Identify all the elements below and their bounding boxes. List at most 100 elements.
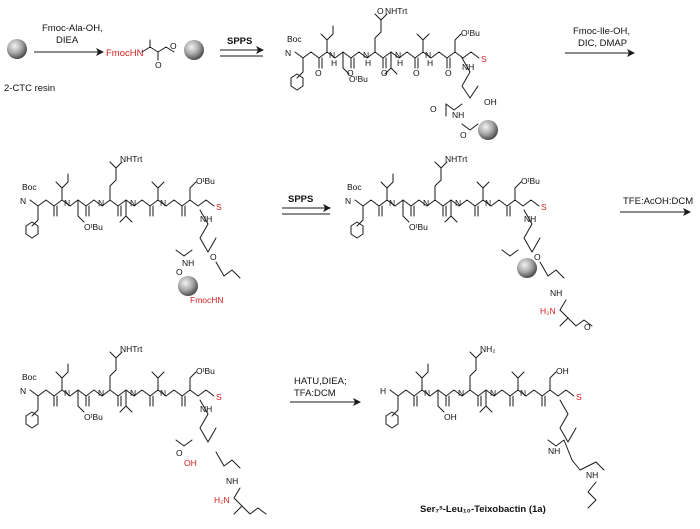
svg-text:N: N <box>395 50 401 60</box>
svg-text:N: N <box>98 388 104 398</box>
svg-text:O: O <box>381 68 388 78</box>
reagent-6-line-2: TFA:DCM <box>294 388 336 399</box>
fmochn-label-2: FmocHN <box>190 295 224 305</box>
svg-text:S: S <box>216 392 222 402</box>
svg-text:NH: NH <box>182 258 194 268</box>
svg-text:N: N <box>64 388 70 398</box>
svg-text:H: H <box>427 58 433 68</box>
svg-text:NH: NH <box>200 404 212 414</box>
svg-text:NHTrt: NHTrt <box>445 154 468 164</box>
reagent-1-line-1: Fmoc-Ala-OH, <box>42 23 103 34</box>
svg-text:OᵗBu: OᵗBu <box>196 366 215 376</box>
svg-text:S: S <box>576 392 582 402</box>
svg-text:S: S <box>541 202 547 212</box>
reagent-5: TFE:AcOH:DCM <box>623 196 693 207</box>
peptide-resin-3: Boc N N OᵗBu N NHTrt N N OᵗBu S <box>345 154 547 239</box>
svg-text:O: O <box>210 252 217 262</box>
peptide-resin-1: Boc N O H N O OᵗBu H N O O NHTrt H N O H… <box>285 6 487 91</box>
svg-text:N: N <box>424 388 430 398</box>
svg-text:O: O <box>460 130 467 140</box>
svg-text:N: N <box>345 196 351 206</box>
svg-text:NH: NH <box>550 288 562 298</box>
resin-bead <box>7 39 27 59</box>
svg-text:H: H <box>365 58 371 68</box>
svg-text:N: N <box>130 388 136 398</box>
svg-text:N: N <box>423 198 429 208</box>
svg-text:Boc: Boc <box>347 182 362 192</box>
svg-text:Boc: Boc <box>22 372 37 382</box>
svg-text:S: S <box>216 202 222 212</box>
reagent-3-line-2: DIC, DMAP <box>578 38 627 49</box>
svg-text:OᵗBu: OᵗBu <box>84 222 103 232</box>
svg-text:H: H <box>331 58 337 68</box>
svg-text:OᵗBu: OᵗBu <box>461 28 480 38</box>
svg-text:NHTrt: NHTrt <box>385 6 408 16</box>
svg-text:Boc: Boc <box>287 34 302 44</box>
reagent-4: SPPS <box>288 194 313 205</box>
svg-text:NH: NH <box>200 214 212 224</box>
ala-carbonyl-o: O <box>155 60 162 70</box>
h2n-label: H₂N <box>540 306 556 316</box>
svg-text:OᵗBu: OᵗBu <box>84 412 103 422</box>
svg-text:OᵗBu: OᵗBu <box>349 74 368 84</box>
svg-text:NHTrt: NHTrt <box>120 154 143 164</box>
svg-text:OᵗBu: OᵗBu <box>409 222 428 232</box>
svg-text:O: O <box>347 68 354 78</box>
resin-bead <box>478 120 498 140</box>
svg-text:OH: OH <box>484 97 497 107</box>
product-label: Ser₇ˢ-Leu₁₀-Teixobactin (1a) <box>420 504 546 515</box>
resin-bead <box>184 40 204 60</box>
svg-text:O: O <box>584 322 591 332</box>
peptide-resin-2: Boc N N OᵗBu N NHTrt N N OᵗBu S <box>20 154 222 239</box>
svg-text:NHTrt: NHTrt <box>120 344 143 354</box>
svg-text:N: N <box>425 50 431 60</box>
svg-text:O: O <box>176 267 183 277</box>
svg-text:N: N <box>20 386 26 396</box>
svg-text:O: O <box>315 68 322 78</box>
svg-text:H: H <box>397 58 403 68</box>
svg-text:S: S <box>481 54 487 64</box>
reagent-6-line-1: HATU,DIEA; <box>294 376 347 387</box>
svg-text:NH: NH <box>548 446 560 456</box>
svg-text:N: N <box>458 388 464 398</box>
reagent-2: SPPS <box>227 36 252 47</box>
peptide-acid-4: Boc N N OᵗBu N NHTrt N N OᵗBu S <box>20 344 222 429</box>
svg-text:Boc: Boc <box>22 182 37 192</box>
svg-text:N: N <box>520 388 526 398</box>
svg-text:NH: NH <box>524 214 536 224</box>
ala-ester-o: O <box>170 41 177 51</box>
svg-text:N: N <box>98 198 104 208</box>
svg-text:N: N <box>490 388 496 398</box>
reagent-1-line-2: DIEA <box>56 35 79 46</box>
resin-bead <box>517 258 537 278</box>
svg-text:OᵗBu: OᵗBu <box>521 176 540 186</box>
svg-text:N: N <box>329 50 335 60</box>
svg-text:N: N <box>455 198 461 208</box>
h2n-label-2: H₂N <box>214 495 230 505</box>
resin-label: 2-CTC resin <box>4 83 55 94</box>
svg-text:N: N <box>389 198 395 208</box>
svg-text:NH: NH <box>452 110 464 120</box>
svg-text:H: H <box>380 386 386 396</box>
reagent-3-line-1: Fmoc-Ile-OH, <box>573 26 630 37</box>
svg-text:N: N <box>20 196 26 206</box>
svg-text:NH: NH <box>226 476 238 486</box>
svg-text:O: O <box>430 104 437 114</box>
product-structure: H N OH N NH₂ N N OH S <box>380 344 582 429</box>
fmochn-label: FmocHN <box>106 48 144 59</box>
acid-oh-label: OH <box>184 458 197 468</box>
svg-text:N: N <box>64 198 70 208</box>
svg-text:O: O <box>413 68 420 78</box>
svg-text:OH: OH <box>556 366 569 376</box>
svg-text:O: O <box>445 68 452 78</box>
svg-text:N: N <box>285 48 291 58</box>
svg-text:NH: NH <box>462 62 474 72</box>
svg-text:OH: OH <box>444 412 457 422</box>
svg-text:O: O <box>534 252 541 262</box>
resin-bead <box>178 276 198 296</box>
svg-text:NH₂: NH₂ <box>480 344 496 354</box>
svg-text:O: O <box>176 448 183 458</box>
svg-text:OᵗBu: OᵗBu <box>196 176 215 186</box>
svg-text:N: N <box>160 198 166 208</box>
